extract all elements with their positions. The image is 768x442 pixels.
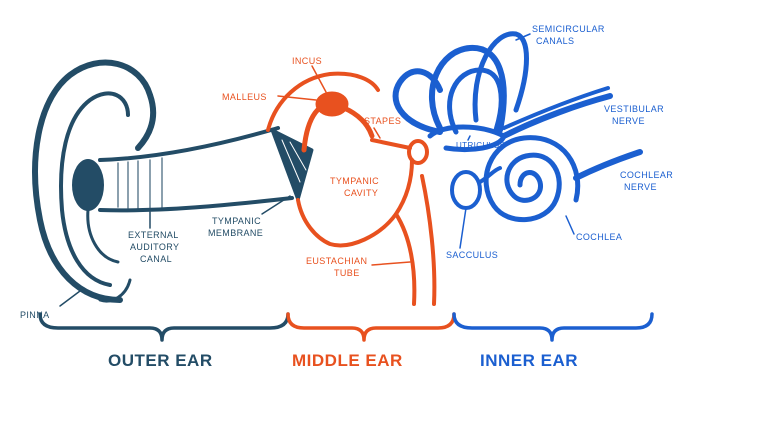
outer-ear xyxy=(32,59,314,342)
eustachian-tube-wall-a xyxy=(394,212,417,306)
semicircular-leader xyxy=(515,33,531,41)
cochlea-leader xyxy=(565,215,575,235)
canal-upper-wall xyxy=(98,126,280,162)
label-eustachian-2: TUBE xyxy=(334,268,360,278)
canal-shading xyxy=(117,157,163,210)
middle-ear xyxy=(266,65,456,342)
label-external-2: AUDITORY xyxy=(130,242,179,252)
membrane-hatch xyxy=(281,139,307,183)
canal-opening xyxy=(72,159,104,211)
eustachian-tube-wall-b xyxy=(420,174,437,306)
stapes-footplate xyxy=(407,139,429,165)
label-cochlear-1: COCHLEAR xyxy=(620,170,673,180)
cochlea xyxy=(483,135,581,222)
label-cavity-1: TYMPANIC xyxy=(330,176,379,186)
label-semicircular-1: SEMICIRCULAR xyxy=(532,24,605,34)
inner-brace xyxy=(452,312,654,342)
incus-process xyxy=(341,105,375,139)
sacculus-leader xyxy=(459,207,467,249)
pinna-inner xyxy=(59,91,130,287)
semicircular-canal-3 xyxy=(472,31,529,123)
label-vestibular-2: NERVE xyxy=(612,116,645,126)
canal-lower-wall xyxy=(98,196,294,213)
label-tympanic-2: MEMBRANE xyxy=(208,228,263,238)
label-cochlear-2: NERVE xyxy=(624,182,657,192)
label-cavity-2: CAVITY xyxy=(344,188,378,198)
label-external-1: EXTERNAL xyxy=(128,230,179,240)
utriculus-leader xyxy=(467,135,471,141)
pinna-leader xyxy=(59,287,85,307)
labels: PINNA EXTERNAL AUDITORY CANAL TYMPANIC M… xyxy=(20,24,673,320)
sacculus-stem xyxy=(478,166,502,184)
section-outer-ear: OUTER EAR xyxy=(108,351,213,370)
cochlear-nerve xyxy=(573,149,643,181)
tympanic-cavity xyxy=(266,71,414,248)
label-malleus: MALLEUS xyxy=(222,92,267,102)
label-semicircular-2: CANALS xyxy=(536,36,574,46)
label-tympanic-1: TYMPANIC xyxy=(212,216,261,226)
pinna-lobe xyxy=(98,278,132,303)
label-vestibular-1: VESTIBULAR xyxy=(604,104,664,114)
label-external-3: CANAL xyxy=(140,254,172,264)
label-cochlea: COCHLEA xyxy=(576,232,622,242)
inner-ear xyxy=(392,31,654,342)
eustachian-leader xyxy=(371,261,411,266)
label-pinna: PINNA xyxy=(20,310,50,320)
semicircular-canal-4 xyxy=(392,68,443,135)
incus-leader xyxy=(311,65,327,93)
section-middle-ear: MIDDLE EAR xyxy=(292,351,403,370)
pinna-concha xyxy=(86,208,120,264)
middle-brace xyxy=(286,312,456,342)
membrane-leader xyxy=(261,195,291,215)
pinna-outer xyxy=(32,59,157,303)
section-inner-ear: INNER EAR xyxy=(480,351,578,370)
incus xyxy=(315,91,349,117)
stapes xyxy=(370,138,412,150)
label-incus: INCUS xyxy=(292,56,322,66)
label-stapes: STAPES xyxy=(364,116,401,126)
section-titles: OUTER EAR MIDDLE EAR INNER EAR xyxy=(108,351,578,370)
sacculus xyxy=(450,170,482,210)
malleus-leader xyxy=(277,95,317,101)
vestibular-nerve-b xyxy=(502,86,610,130)
label-eustachian-1: EUSTACHIAN xyxy=(306,256,367,266)
outer-brace xyxy=(38,312,290,342)
label-utriculus: UTRICULUS xyxy=(456,141,505,150)
stapes-leader xyxy=(373,127,381,139)
semicircular-canal-1 xyxy=(428,44,507,133)
label-sacculus: SACCULUS xyxy=(446,250,498,260)
vestibular-nerve xyxy=(501,93,613,139)
